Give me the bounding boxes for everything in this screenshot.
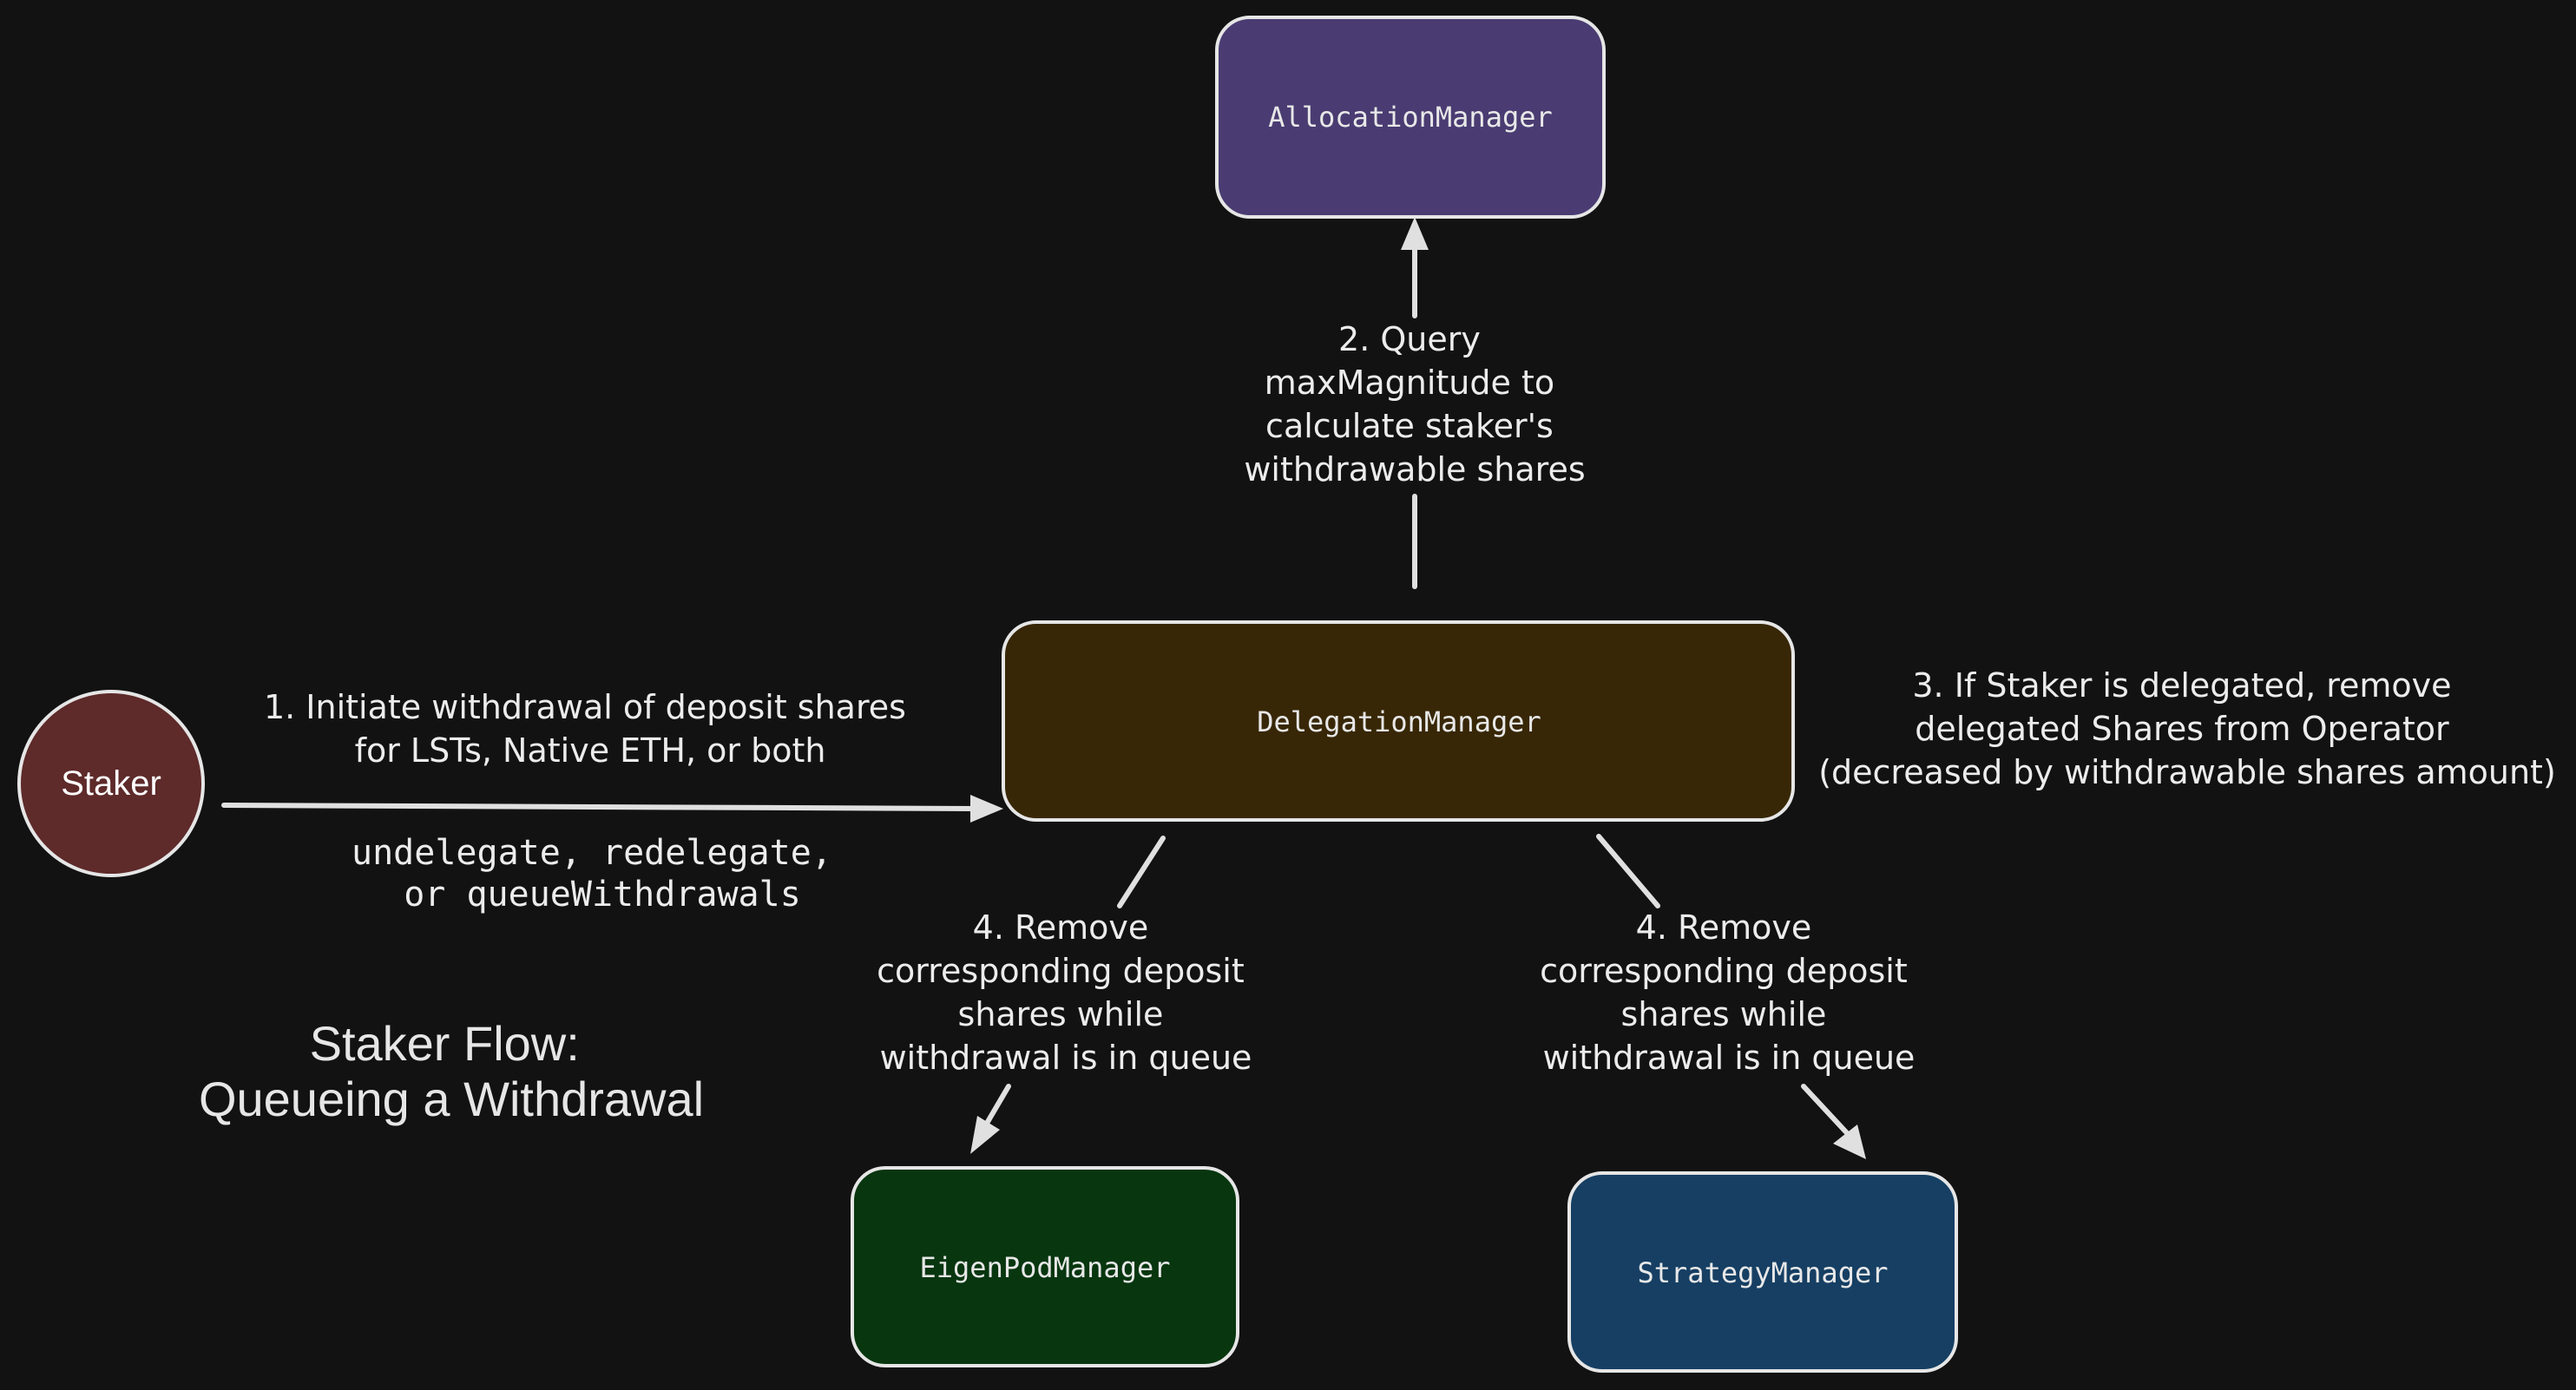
edge-remove-strategy [1596,834,1866,1159]
strategy-manager-label: StrategyManager [1638,1256,1889,1289]
edge-remove-strategy-line-lower [1801,1084,1851,1138]
staker-circle [17,690,205,877]
edge-initiate-arrowhead [970,795,1003,823]
diagram-title: Staker Flow: Queueing a Withdrawal [199,1016,704,1126]
allocation-manager-box [1215,16,1606,219]
edge-remove-strategy-arrowhead [1833,1124,1866,1159]
step3-label: 3. If Staker is delegated, remove delega… [1818,666,2556,791]
eigenpod-manager-label: EigenPodManager [920,1251,1171,1284]
delegation-manager-label: DelegationManager [1257,705,1541,738]
edge-remove-eigenpod-line-upper [1117,836,1166,908]
strategy-manager-box [1567,1171,1958,1373]
eigenpod-manager-box [851,1166,1239,1367]
edge-initiate-withdrawal [221,795,1003,823]
step4-strategy-label: 4. Remove corresponding deposit shares w… [1540,908,1918,1077]
eigenpod-manager-node[interactable]: EigenPodManager [851,1166,1239,1367]
edge-remove-eigenpod [970,836,1166,1154]
staker-node[interactable]: Staker [17,690,205,877]
strategy-manager-node[interactable]: StrategyManager [1567,1171,1958,1373]
step1-functions-label: undelegate, redelegate, or queueWithdraw… [352,833,853,915]
allocation-manager-label: AllocationManager [1268,101,1553,134]
edge-remove-eigenpod-arrowhead [970,1116,1000,1154]
edge-remove-strategy-line-upper [1596,834,1660,908]
delegation-manager-node[interactable]: DelegationManager [1002,620,1795,822]
edge-query-max-magnitude [1401,217,1429,589]
step4-eigenpod-label: 4. Remove corresponding deposit shares w… [877,908,1255,1077]
edge-query-arrowhead [1401,217,1429,250]
step2-label: 2. Query maxMagnitude to calculate stake… [1244,320,1585,488]
edge-remove-eigenpod-line-lower [982,1084,1011,1129]
delegation-manager-box [1002,620,1795,822]
step1-label: 1. Initiate withdrawal of deposit shares… [264,688,917,770]
allocation-manager-node[interactable]: AllocationManager [1215,16,1606,219]
staker-label: Staker [61,764,161,803]
edge-initiate-line [221,803,978,811]
